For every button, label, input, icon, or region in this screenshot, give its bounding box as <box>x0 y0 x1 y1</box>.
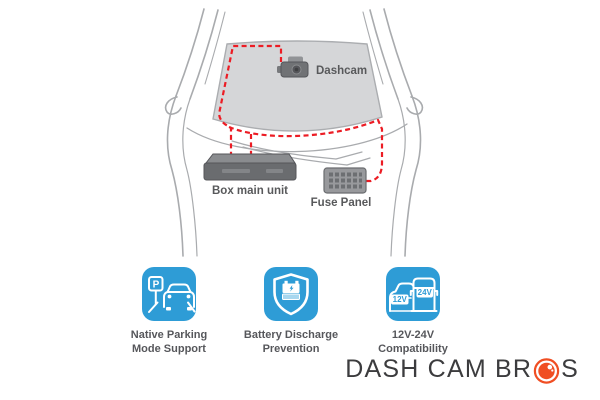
left-mirror <box>164 96 182 115</box>
fuse-panel-label: Fuse Panel <box>311 197 372 209</box>
battery-glyph <box>282 280 300 300</box>
parking-mode-icon: P <box>142 267 196 321</box>
logo-text-before: DASH CAM BR <box>345 355 533 383</box>
feature-label-voltage-compatibility: 12V-24V Compatibility <box>378 329 448 355</box>
cable-route <box>217 44 384 183</box>
cable-to-fuse-panel <box>228 118 384 183</box>
car-outline <box>164 8 424 257</box>
logo-text-after: S <box>561 355 579 383</box>
feature-voltage-compatibility: 12V 24V 12V-24V Compatibility <box>352 267 474 356</box>
feature-native-parking: P Native Parking Mode Support <box>108 267 230 356</box>
car-outline <box>389 282 415 312</box>
dashcam-device <box>277 56 309 78</box>
feature-label-native-parking: Native Parking Mode Support <box>130 329 208 355</box>
voltage-badge-12v: 12V <box>393 295 408 304</box>
feature-label-battery-discharge: Battery Discharge Prevention <box>243 329 339 355</box>
parking-bay-lines <box>148 301 196 313</box>
shield-battery-icon <box>264 267 318 321</box>
car-front-outline <box>163 283 195 308</box>
box-main-unit-label: Box main unit <box>212 185 288 197</box>
brand-logo: DASH CAM BR S <box>345 355 579 384</box>
features-row: P Native Parking Mode Support Battery Di… <box>108 267 474 356</box>
feature-battery-discharge: Battery Discharge Prevention <box>230 267 352 356</box>
car-installation-diagram: Dashcam Box main unit Fuse Pan <box>164 8 424 257</box>
dashcam-label: Dashcam <box>316 65 367 77</box>
right-mirror <box>406 96 424 115</box>
truck-outline <box>412 277 436 312</box>
box-main-unit-device <box>203 153 297 181</box>
windshield <box>212 40 383 132</box>
car-truck-voltage-icon: 12V 24V <box>386 267 440 321</box>
voltage-badge-24v: 24V <box>418 288 433 297</box>
camera-lens-icon <box>533 358 560 384</box>
shield-outline <box>273 273 309 316</box>
hood-edge <box>186 123 408 153</box>
parking-sign-letter: P <box>153 280 160 291</box>
fuse-panel-device <box>323 167 367 194</box>
wiper-lines <box>231 140 371 166</box>
